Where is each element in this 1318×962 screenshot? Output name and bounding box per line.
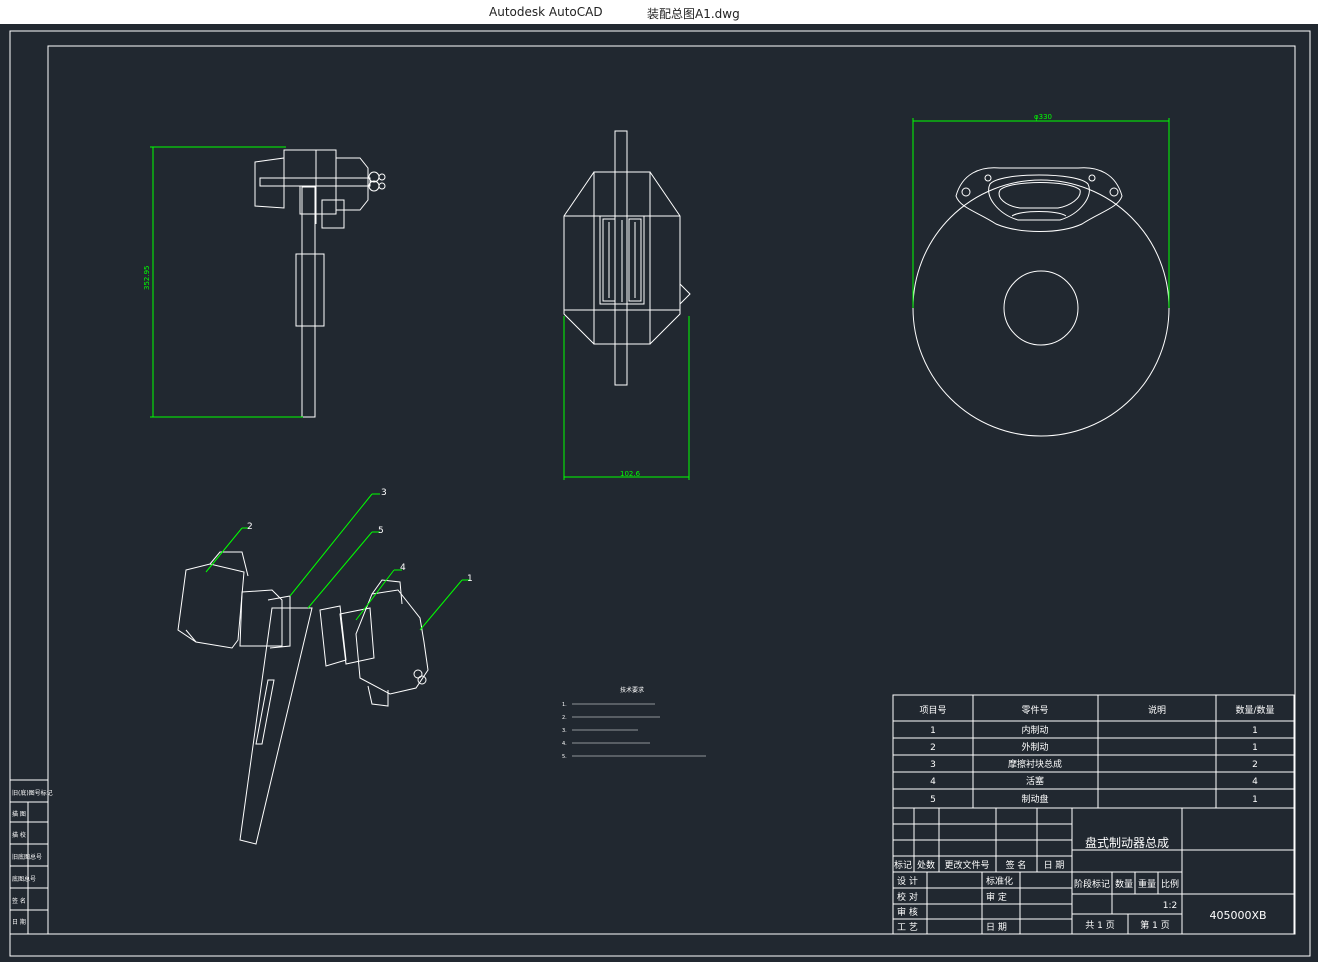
disc-diameter-dimension xyxy=(912,118,1170,308)
parts-header-item: 项目号 xyxy=(919,705,946,716)
parts-row-2-name: 外制动 xyxy=(1021,741,1048,753)
front-width-dimension xyxy=(563,316,690,480)
stage-header-2: 重量 xyxy=(1138,878,1156,890)
revision-header-4: 日 期 xyxy=(1044,860,1065,871)
left-strip-label-2: 描 校 xyxy=(12,831,26,839)
dim-front-width: 102.6 xyxy=(620,470,641,478)
left-strip-label-0: 旧(底)图号标记 xyxy=(12,789,53,797)
drawing-canvas[interactable]: 旧(底)图号标记 描 图 描 校 旧底图总号 底图总号 签 名 日 期 352.… xyxy=(0,24,1318,962)
scale-value: 1:2 xyxy=(1163,901,1177,911)
left-strip xyxy=(9,779,49,935)
cad-drawing[interactable]: 旧(底)图号标记 描 图 描 校 旧底图总号 底图总号 签 名 日 期 352.… xyxy=(0,24,1318,962)
balloon-5: 5 xyxy=(378,526,384,536)
left-strip-label-1: 描 图 xyxy=(12,810,26,818)
sheet-number: 第 1 页 xyxy=(1140,919,1169,931)
revision-header-3: 签 名 xyxy=(1006,859,1027,871)
balloon-3: 3 xyxy=(381,488,387,498)
revision-header-1: 处数 xyxy=(917,859,935,871)
parts-row-2-item: 2 xyxy=(930,743,936,753)
front-view xyxy=(563,130,691,386)
title-block-grid xyxy=(892,807,1295,935)
app-name: Autodesk AutoCAD xyxy=(489,5,603,19)
sheet-total: 共 1 页 xyxy=(1085,920,1114,931)
side-height-dimension xyxy=(150,146,303,418)
title-bar: Autodesk AutoCAD 装配总图A1.dwg xyxy=(0,0,1318,24)
notes-title: 技术要求 xyxy=(620,686,644,694)
parts-table-grid xyxy=(892,694,1295,809)
note-1: 1. xyxy=(562,702,567,708)
note-2: 2. xyxy=(562,715,567,721)
stage-header-3: 比例 xyxy=(1161,878,1179,890)
drawing-title: 盘式制动器总成 xyxy=(1085,835,1169,850)
parts-header-qty: 数量/数量 xyxy=(1235,704,1274,716)
inner-border xyxy=(47,45,1296,935)
left-strip-label-4: 底图总号 xyxy=(12,875,36,883)
label-approve: 审 定 xyxy=(986,891,1007,903)
parts-row-4-name: 活塞 xyxy=(1026,775,1044,787)
dim-disc-diameter: φ330 xyxy=(1034,113,1052,121)
label-standardization: 标准化 xyxy=(986,875,1013,887)
left-strip-label-6: 日 期 xyxy=(12,918,26,926)
parts-row-4-qty: 4 xyxy=(1252,777,1258,787)
balloon-4: 4 xyxy=(400,563,406,573)
balloon-1: 1 xyxy=(467,574,473,584)
parts-header-desc: 说明 xyxy=(1148,704,1166,716)
drawing-code: 405000XB xyxy=(1209,909,1266,922)
dim-side-height: 352.95 xyxy=(143,266,151,291)
parts-row-5-item: 5 xyxy=(930,795,936,805)
balloon-leaders xyxy=(205,493,470,631)
document-name[interactable]: 装配总图A1.dwg xyxy=(647,7,740,21)
revision-header-0: 标记 xyxy=(894,859,912,871)
revision-header-2: 更改文件号 xyxy=(944,859,989,871)
role-design: 设 计 xyxy=(897,875,918,887)
parts-row-5-name: 制动盘 xyxy=(1021,793,1048,805)
parts-row-1-name: 内制动 xyxy=(1021,724,1048,736)
parts-row-3-item: 3 xyxy=(930,760,936,770)
parts-row-3-name: 摩擦衬块总成 xyxy=(1008,758,1062,770)
stage-header-1: 数量 xyxy=(1115,878,1133,890)
role-process: 工 艺 xyxy=(897,922,918,933)
note-4: 4. xyxy=(562,741,567,747)
left-strip-label-5: 签 名 xyxy=(12,897,26,905)
side-view xyxy=(254,149,386,418)
parts-row-1-qty: 1 xyxy=(1252,726,1258,736)
left-strip-label-3: 旧底图总号 xyxy=(12,853,42,861)
parts-row-3-qty: 2 xyxy=(1252,760,1258,770)
role-check: 校 对 xyxy=(897,891,918,903)
parts-header-part: 零件号 xyxy=(1021,704,1048,716)
note-3: 3. xyxy=(562,728,567,734)
exploded-view xyxy=(177,551,429,845)
parts-row-2-qty: 1 xyxy=(1252,743,1258,753)
role-review: 审 核 xyxy=(897,906,918,918)
stage-header-0: 阶段标记 xyxy=(1074,878,1110,890)
disc-view xyxy=(912,167,1170,437)
parts-row-4-item: 4 xyxy=(930,777,936,787)
parts-row-5-qty: 1 xyxy=(1252,795,1258,805)
balloon-2: 2 xyxy=(247,522,253,532)
note-5: 5. xyxy=(562,754,567,760)
label-date: 日 期 xyxy=(986,922,1007,933)
note-lines xyxy=(572,703,706,757)
parts-row-1-item: 1 xyxy=(930,726,936,736)
outer-border xyxy=(9,30,1311,957)
